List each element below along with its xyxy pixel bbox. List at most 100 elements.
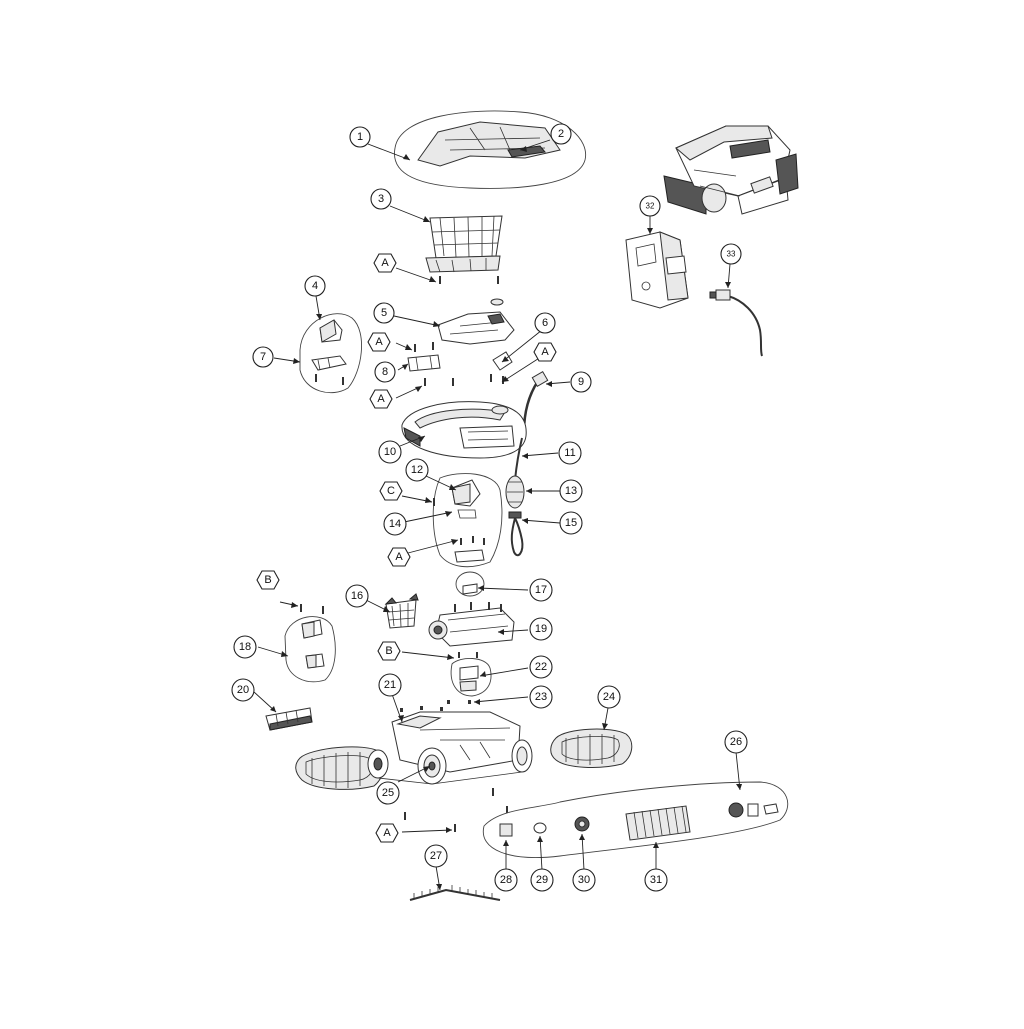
part-12-14-motor-cover-group [432,473,503,568]
svg-text:32: 32 [646,202,655,211]
part-21-chassis [391,706,521,773]
part-20-brush-bar [265,707,313,731]
callout-33: 33 [720,243,742,265]
svg-text:8: 8 [382,366,388,378]
svg-text:A: A [383,827,391,839]
fastener-tag-b: B [377,641,401,661]
callout-28: 28 [494,868,518,892]
callout-20: 20 [231,678,255,702]
part-8-bracket [407,342,454,386]
callout-21: 21 [378,673,402,697]
svg-text:25: 25 [382,787,394,799]
leader-lines [253,139,742,891]
svg-text:23: 23 [535,691,547,703]
svg-text:24: 24 [603,691,615,703]
part-25-wheels [367,739,533,785]
fastener-tag-a: A [533,342,557,362]
callout-32: 32 [639,195,661,217]
svg-text:16: 16 [351,590,363,602]
svg-text:27: 27 [430,850,442,862]
fastener-tag-a: A [387,547,411,567]
callout-12: 12 [405,458,429,482]
callout-11: 11 [558,441,582,465]
fastener-tag-a: A [367,332,391,352]
svg-text:18: 18 [239,641,251,653]
part-26-roller-group [482,781,789,858]
svg-text:21: 21 [384,679,396,691]
part-24-track-right [550,728,633,768]
part-4-7-side-clip-group [299,313,362,394]
callout-22: 22 [529,655,553,679]
part-11-15-power-cable [505,437,525,557]
callout-23: 23 [529,685,553,709]
svg-text:13: 13 [565,485,577,497]
part-1-top-cover [394,110,587,189]
callout-5: 5 [373,302,395,324]
part-25-track-left [295,746,385,790]
callout-10: 10 [378,440,402,464]
svg-text:31: 31 [650,874,662,886]
callout-30: 30 [572,868,596,892]
svg-text:5: 5 [381,307,387,319]
svg-text:17: 17 [535,584,547,596]
callout-26: 26 [724,730,748,754]
svg-text:1: 1 [357,131,363,143]
svg-text:4: 4 [312,280,318,292]
callout-15: 15 [559,511,583,535]
fastener-tag-a: A [375,823,399,843]
svg-text:9: 9 [578,376,584,388]
callout-4: 4 [304,275,326,297]
svg-text:2: 2 [558,128,564,140]
svg-text:15: 15 [565,517,577,529]
part-10-body-housing [401,401,527,459]
fastener-tag-a: A [369,389,393,409]
callout-27: 27 [424,844,448,868]
callout-18: 18 [233,635,257,659]
robot-assembled-view [663,125,799,215]
callout-1: 1 [349,126,371,148]
fastener-tag-c: C [379,481,403,501]
screws-under-basket [439,276,504,306]
svg-text:B: B [264,574,271,586]
screws-under-chassis [404,788,508,832]
callout-2: 2 [550,123,572,145]
svg-text:14: 14 [389,518,401,530]
svg-text:A: A [375,336,383,348]
callout-6: 6 [534,312,556,334]
svg-text:28: 28 [500,874,512,886]
callout-16: 16 [345,584,369,608]
svg-text:6: 6 [542,317,548,329]
svg-text:20: 20 [237,684,249,696]
callout-31: 31 [644,868,668,892]
svg-text:30: 30 [578,874,590,886]
callout-17: 17 [529,578,553,602]
part-32-power-supply [625,231,689,309]
svg-text:26: 26 [730,736,742,748]
svg-text:29: 29 [536,874,548,886]
part-3-filter-basket [425,215,503,273]
fastener-tag-a: A [373,253,397,273]
svg-text:3: 3 [378,193,384,205]
callout-29: 29 [530,868,554,892]
svg-text:33: 33 [727,250,736,259]
svg-text:B: B [385,645,392,657]
svg-text:7: 7 [260,351,266,363]
part-16-filter-screen [384,593,419,629]
svg-text:19: 19 [535,623,547,635]
callout-13: 13 [559,479,583,503]
part-5-handle-plate [437,311,515,345]
callout-25: 25 [376,781,400,805]
svg-text:C: C [387,485,395,497]
part-27-brush-strip [409,885,501,901]
callout-19: 19 [529,617,553,641]
svg-text:A: A [541,346,549,358]
part-33-cable-adapter [709,289,763,357]
svg-text:11: 11 [564,447,575,459]
svg-text:22: 22 [535,661,547,673]
part-22-23-base-block [447,652,492,704]
svg-text:A: A [381,257,389,269]
part-9-cable-swivel [522,370,549,433]
svg-text:A: A [377,393,385,405]
